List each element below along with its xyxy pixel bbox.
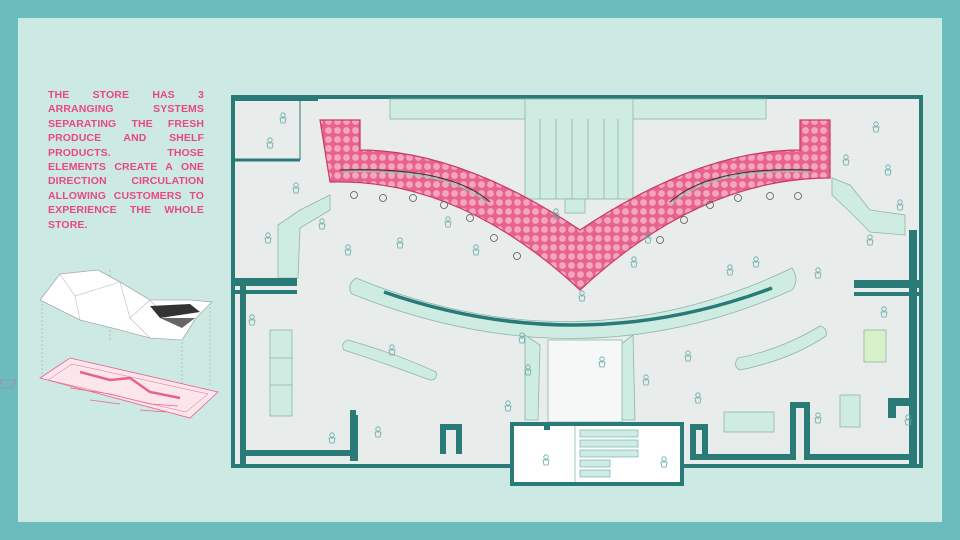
- entrance: [510, 422, 684, 486]
- central-shelf-arc: [349, 267, 797, 423]
- fresh-produce-counter: [319, 119, 831, 291]
- column-icon: [350, 191, 802, 260]
- axonometric-model-icon: [39, 269, 213, 410]
- left-shelves: [269, 329, 293, 417]
- side-shelf-curves: [342, 325, 827, 381]
- floor-plan: [231, 95, 923, 486]
- floor-plan-layers-icon: [0, 357, 219, 419]
- top-counters: [389, 98, 767, 214]
- description-text: THE STORE HAS 3 ARRANGING SYSTEMS SEPARA…: [48, 89, 204, 231]
